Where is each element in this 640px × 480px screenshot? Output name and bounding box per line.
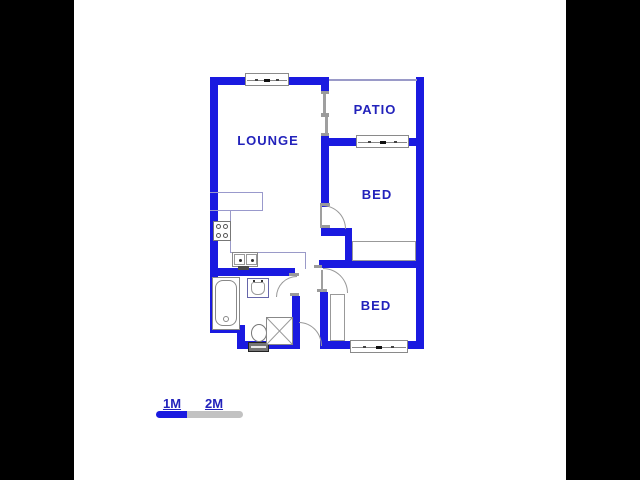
sliding-door-icon xyxy=(325,117,328,133)
bathtub-drain xyxy=(223,316,229,322)
window-center-mark xyxy=(379,140,386,144)
wall-lounge-east xyxy=(321,135,329,207)
wall-kitchen-divider xyxy=(210,268,295,276)
room-label-bed1: BED xyxy=(361,187,393,202)
shower-x xyxy=(267,318,292,344)
stove-burner xyxy=(216,233,221,238)
window-icon-lounge xyxy=(245,73,289,86)
stove-burner xyxy=(223,233,228,238)
wall-closet-top xyxy=(321,228,352,236)
toilet-icon xyxy=(251,324,267,342)
wall-left xyxy=(210,77,218,332)
sliding-door-icon xyxy=(321,91,329,94)
room-label-lounge: LOUNGE xyxy=(237,133,299,148)
window-tick xyxy=(363,345,367,348)
room-label-patio: PATIO xyxy=(353,102,397,117)
sink-basin xyxy=(246,254,257,265)
window-icon-bed2 xyxy=(350,340,408,353)
wall-lounge-east-stub xyxy=(321,77,329,92)
door-swing-icon-bathroom xyxy=(276,276,297,297)
washbasin-bowl xyxy=(251,282,265,295)
washbasin-tap xyxy=(253,280,255,282)
wall-beds-divider xyxy=(319,260,418,268)
wall-bed2-west xyxy=(320,292,328,349)
sink-drain xyxy=(251,259,254,262)
letterbox-left xyxy=(0,0,74,480)
wardrobe-bed2 xyxy=(330,294,345,341)
shower-icon xyxy=(266,317,293,345)
kitchen-counter-edge xyxy=(305,253,306,269)
sliding-door-icon xyxy=(321,113,329,117)
room-label-bed2: BED xyxy=(360,298,392,313)
scale-bar-gray xyxy=(187,411,243,418)
toilet-tank-line xyxy=(251,346,266,348)
door-leaf xyxy=(320,205,322,228)
door-swing-icon-entrance xyxy=(299,322,322,346)
window-tick xyxy=(391,345,395,348)
door-swing-icon-bed2 xyxy=(323,268,348,293)
window-icon-bed1 xyxy=(356,135,409,148)
wall-closet-side xyxy=(345,228,352,268)
wall-bath-east xyxy=(292,296,300,349)
toilet-tank xyxy=(248,342,269,352)
wall-cap xyxy=(320,203,330,206)
scale-label-2m: 2M xyxy=(204,396,224,411)
bathtub-basin xyxy=(215,280,237,326)
wall-cap xyxy=(314,265,322,268)
sink-faucet xyxy=(238,266,249,270)
stove-burner xyxy=(216,224,221,229)
wardrobe-bed1 xyxy=(352,241,416,261)
window-tick xyxy=(276,78,280,81)
window-center-mark xyxy=(264,78,270,82)
window-tick xyxy=(255,78,259,81)
window-center-mark xyxy=(376,345,382,349)
window-tick xyxy=(393,140,397,143)
kitchen-sink-icon xyxy=(232,252,258,267)
scale-bar-blue xyxy=(156,411,187,418)
wall-cap xyxy=(289,273,299,276)
scale-label-1m: 1M xyxy=(162,396,182,411)
window-tick xyxy=(368,140,372,143)
wall-bath-step-v xyxy=(237,325,245,349)
door-swing-icon-bed1 xyxy=(322,205,346,229)
sink-drain xyxy=(239,259,242,262)
sink-basin xyxy=(234,254,245,265)
stove-icon xyxy=(213,221,231,241)
door-leaf xyxy=(321,270,323,292)
letterbox-right xyxy=(566,0,640,480)
patio-open-edge xyxy=(329,79,417,81)
kitchen-counter-edge xyxy=(230,252,306,253)
sliding-door-icon xyxy=(323,94,326,113)
bathtub-icon xyxy=(212,277,240,330)
washbasin-tap xyxy=(261,280,263,282)
stove-burner xyxy=(223,224,228,229)
washbasin-icon xyxy=(247,278,269,298)
sliding-door-icon xyxy=(321,133,329,136)
wall-right xyxy=(416,77,424,349)
kitchen-counter xyxy=(210,192,263,211)
